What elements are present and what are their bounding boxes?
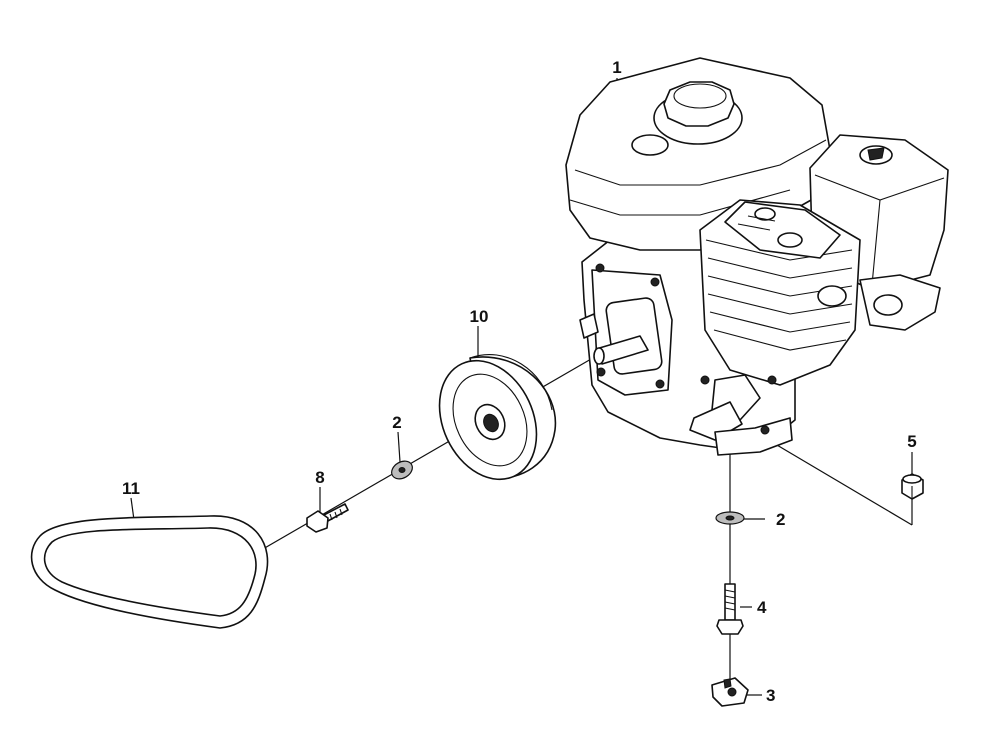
clip-part-3 (711, 677, 749, 707)
callout-10: 10 (470, 307, 489, 326)
pulley-part-10 (438, 354, 557, 481)
callout-3: 3 (766, 686, 775, 705)
washer-part-2-right (715, 511, 745, 525)
engine-part-1 (565, 57, 949, 456)
belt-part-11 (30, 515, 269, 629)
callout-5: 5 (907, 432, 916, 451)
bolt-part-8 (306, 503, 349, 533)
callout-4: 4 (757, 598, 767, 617)
bolt-part-4 (716, 583, 744, 635)
callout-1: 1 (612, 58, 621, 77)
nut-part-5 (901, 473, 924, 500)
callout-2-left: 2 (392, 413, 401, 432)
callout-8: 8 (315, 468, 324, 487)
washer-part-2-left (391, 460, 413, 480)
callout-11: 11 (122, 479, 140, 498)
callout-2-right: 2 (776, 510, 785, 529)
